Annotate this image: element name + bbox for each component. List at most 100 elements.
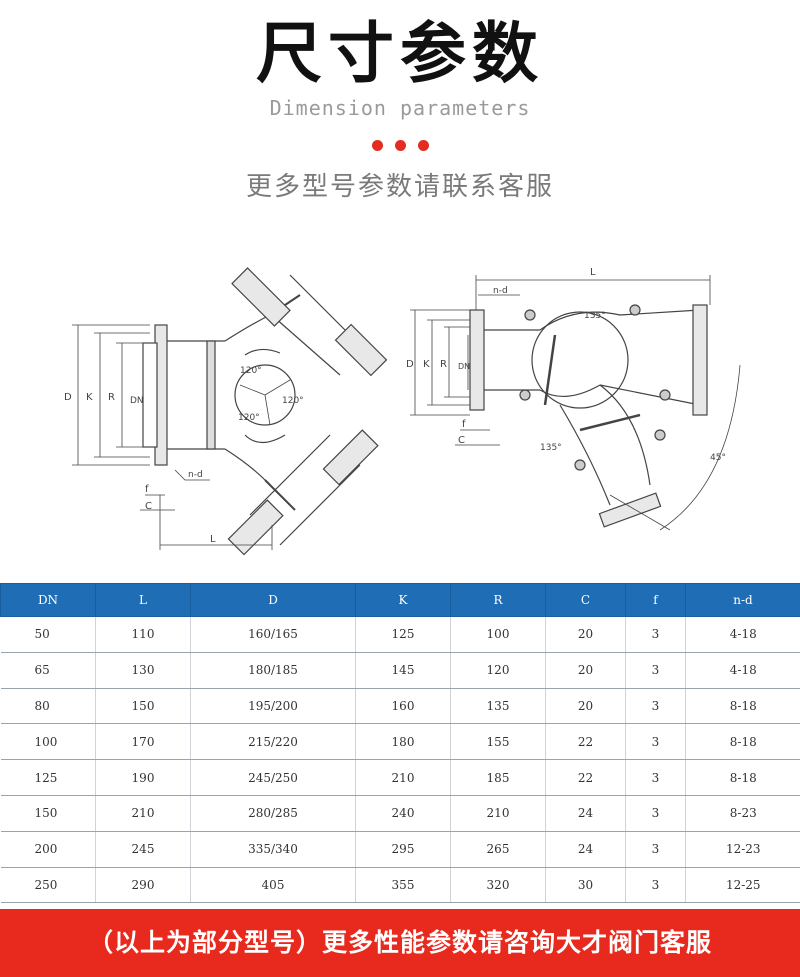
table-cell: 20 — [545, 652, 626, 689]
table-cell: 295 — [355, 831, 451, 868]
table-cell: 80 — [0, 688, 96, 725]
table-cell: 170 — [95, 723, 191, 761]
angle-label: 120° — [238, 413, 260, 423]
table-cell: 145 — [355, 652, 451, 689]
table-cell: 3 — [625, 652, 686, 689]
dot-icon — [394, 140, 406, 151]
table-cell: 20 — [545, 688, 626, 725]
table-cell: 50 — [0, 616, 96, 653]
column-header: C — [545, 583, 626, 617]
column-header: f — [625, 583, 686, 617]
label-DN: DN — [130, 396, 144, 406]
column-header: R — [450, 583, 546, 617]
table-cell: 185 — [450, 759, 546, 796]
decorative-dots — [0, 136, 800, 155]
footer-banner: （以上为部分型号）更多性能参数请咨询大才阀门客服 — [0, 909, 800, 977]
table-cell: 150 — [0, 795, 96, 832]
table-cell: 30 — [545, 867, 626, 904]
label-nd: n-d — [188, 470, 203, 480]
table-header-row: DN L D K R C f n-d — [0, 583, 800, 617]
table-cell: 24 — [545, 831, 626, 868]
table-cell: 195/200 — [190, 688, 356, 725]
table-cell: 3 — [625, 795, 686, 832]
table-cell: 12-23 — [685, 831, 800, 868]
table-cell: 215/220 — [190, 723, 356, 761]
label-K: K — [86, 392, 93, 403]
table-cell: 4-18 — [685, 616, 800, 653]
label-DN: DN — [458, 362, 470, 371]
label-L: L — [210, 534, 216, 545]
dot-icon — [417, 140, 429, 151]
table-cell: 65 — [0, 652, 96, 689]
table-cell: 22 — [545, 759, 626, 796]
label-f: f — [145, 484, 149, 495]
table-cell: 245/250 — [190, 759, 356, 796]
table-cell: 24 — [545, 795, 626, 832]
angle-label: 135° — [584, 311, 606, 321]
table-cell: 3 — [625, 616, 686, 653]
table-cell: 290 — [95, 867, 191, 904]
column-header: DN — [0, 583, 96, 617]
table-cell: 250 — [0, 867, 96, 904]
table-cell: 22 — [545, 723, 626, 761]
table-cell: 265 — [450, 831, 546, 868]
label-R: R — [108, 392, 115, 403]
label-L: L — [590, 267, 596, 278]
angle-label: 135° — [540, 443, 562, 453]
table-cell: 3 — [625, 867, 686, 904]
table-cell: 3 — [625, 759, 686, 796]
label-D: D — [406, 359, 414, 370]
column-header: D — [190, 583, 356, 617]
label-C: C — [145, 501, 152, 512]
table-cell: 100 — [0, 723, 96, 761]
table-cell: 110 — [95, 616, 191, 653]
label-R: R — [440, 359, 447, 370]
dot-icon — [371, 140, 383, 151]
table-cell: 245 — [95, 831, 191, 868]
table-cell: 160/165 — [190, 616, 356, 653]
page-title-english: Dimension parameters — [269, 96, 531, 120]
table-cell: 180/185 — [190, 652, 356, 689]
table-cell: 210 — [450, 795, 546, 832]
table-cell: 335/340 — [190, 831, 356, 868]
table-cell: 405 — [190, 867, 356, 904]
page-title: 尺寸参数 — [256, 15, 544, 92]
label-C: C — [458, 435, 465, 446]
table-cell: 3 — [625, 723, 686, 761]
table-cell: 8-18 — [685, 759, 800, 796]
table-cell: 200 — [0, 831, 96, 868]
column-header: L — [95, 583, 191, 617]
table-cell: 8-18 — [685, 723, 800, 761]
table-cell: 320 — [450, 867, 546, 904]
page-subtitle: 更多型号参数请联系客服 — [245, 172, 554, 202]
dimension-drawing: D K R DN f C L n-d 120° 120° 120° — [64, 267, 741, 556]
table-cell: 100 — [450, 616, 546, 653]
table-cell: 160 — [355, 688, 451, 725]
column-header: n-d — [685, 583, 800, 617]
table-cell: 240 — [355, 795, 451, 832]
table-cell: 150 — [95, 688, 191, 725]
table-cell: 4-18 — [685, 652, 800, 689]
table-cell: 3 — [625, 831, 686, 868]
label-K: K — [423, 359, 430, 370]
table-cell: 355 — [355, 867, 451, 904]
label-f: f — [462, 419, 466, 430]
table-cell: 120 — [450, 652, 546, 689]
angle-label: 45° — [710, 453, 726, 463]
table-cell: 280/285 — [190, 795, 356, 832]
table-cell: 20 — [545, 616, 626, 653]
angle-label: 120° — [282, 396, 304, 406]
table-cell: 125 — [0, 759, 96, 796]
table-cell: 125 — [355, 616, 451, 653]
angle-label: 120° — [240, 366, 262, 376]
table-cell: 130 — [95, 652, 191, 689]
table-cell: 190 — [95, 759, 191, 796]
